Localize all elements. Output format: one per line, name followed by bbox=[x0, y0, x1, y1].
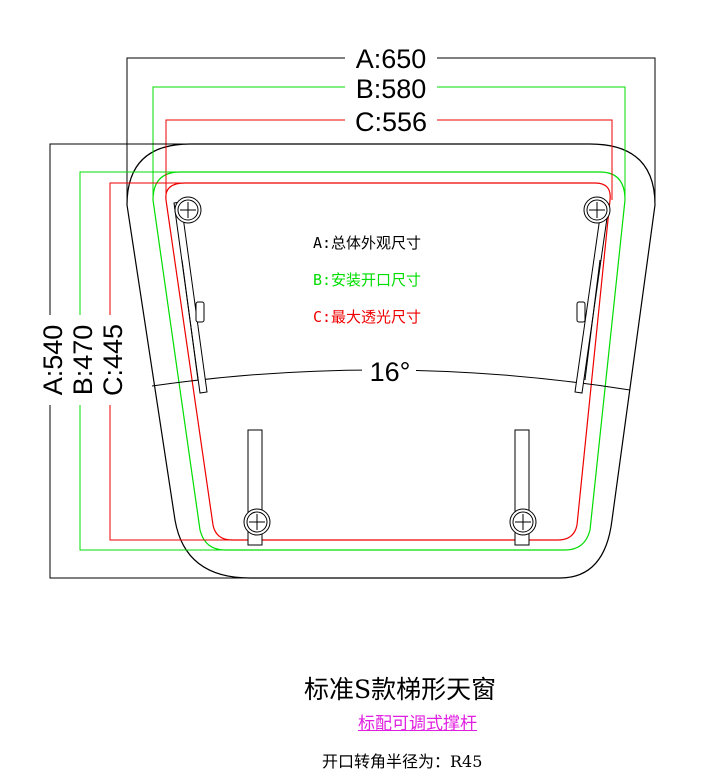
product-title: 标准S款梯形天窗 bbox=[304, 675, 497, 704]
install-opening-outline bbox=[152, 171, 626, 551]
width-c-label: C:556 bbox=[355, 107, 427, 137]
left-hinge bbox=[243, 429, 271, 546]
left-strut bbox=[173, 196, 208, 394]
right-strut bbox=[574, 196, 611, 394]
strut-link[interactable]: 标配可调式撑杆 bbox=[358, 714, 477, 734]
height-c-label: C:445 bbox=[98, 324, 128, 396]
height-b-label: B:470 bbox=[68, 325, 98, 396]
outer-outline bbox=[126, 143, 656, 579]
width-a-label: A:650 bbox=[356, 44, 427, 74]
legend-c: C:最大透光尺寸 bbox=[313, 308, 421, 326]
width-b-label: B:580 bbox=[356, 74, 427, 104]
angle-label: 16° bbox=[370, 357, 411, 387]
corner-radius-note: 开口转角半径为：R45 bbox=[322, 752, 483, 771]
legend-a: A:总体外观尺寸 bbox=[313, 234, 421, 252]
height-a-label: A:540 bbox=[38, 325, 68, 396]
right-hinge bbox=[509, 429, 537, 546]
legend-b: B:安装开口尺寸 bbox=[313, 271, 421, 289]
